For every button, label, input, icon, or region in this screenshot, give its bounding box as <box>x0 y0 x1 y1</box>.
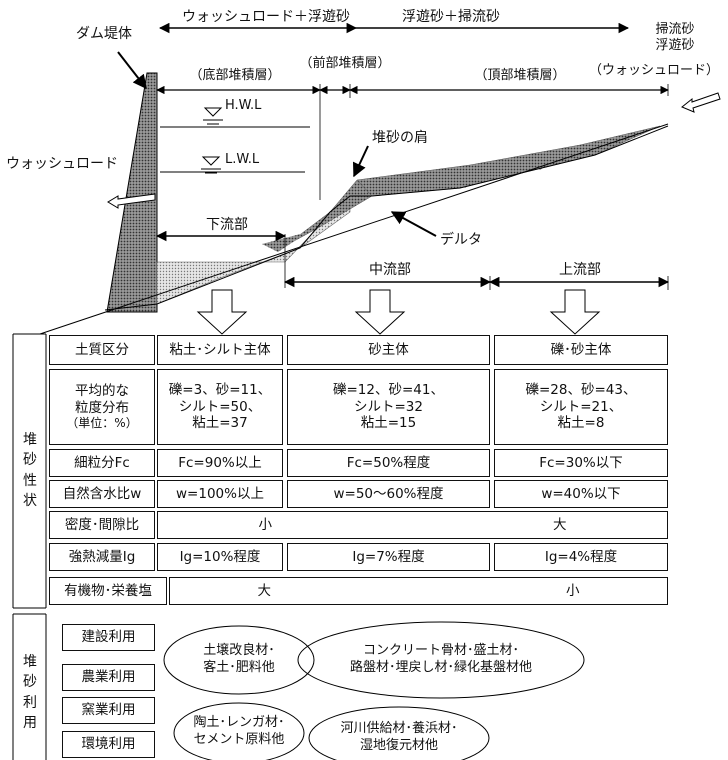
density-label: 密度･間隙比 <box>49 511 155 539</box>
usage-environment: 環境利用 <box>62 731 155 758</box>
bottom-layer-label: （底部堆積層） <box>189 68 281 83</box>
density-large: 大 <box>553 516 567 533</box>
lwl-symbol <box>201 156 221 174</box>
delta-label: デルタ <box>440 232 482 248</box>
river-supply-text: 河川供給材･養浜材･湿地復元材他 <box>340 721 458 753</box>
ellipse-soil-improvement <box>163 625 315 695</box>
right-washload-label: （ウォッシュロード） <box>588 63 719 78</box>
concrete-aggregate-text: コンクリート骨材･盛土材･路盤材･埋戻し材･緑化基盤材他 <box>349 643 532 675</box>
soil-class-label: 土質区分 <box>49 335 155 365</box>
usage-side-label: 堆 砂 利 用 <box>23 654 37 731</box>
grain-distribution-upstream: 礫=28、砂=43、 シルト=21、 粘土=8 <box>494 369 668 445</box>
organic-small: 小 <box>566 582 580 599</box>
front-layer-label: （前部堆積層） <box>299 56 391 71</box>
soil-class-downstream: 粘土･シルト主体 <box>157 335 283 365</box>
density-small: 小 <box>258 516 273 533</box>
fines-content-label: 細粒分Fc <box>49 449 155 477</box>
hwl-label: H.W.L <box>225 98 262 113</box>
soil-class-upstream: 礫･砂主体 <box>494 335 668 365</box>
grain-distribution-downstream: 礫=3、砂=11、 シルト=50、 粘土=37 <box>157 369 283 445</box>
ignition-loss-midstream: Ig=7%程度 <box>287 543 490 571</box>
washload-outflow-arrow <box>107 193 156 209</box>
dam-body-label: ダム堤体 <box>76 26 132 42</box>
ellipse-concrete-aggregate <box>297 621 585 699</box>
bottom-deposit <box>156 195 351 305</box>
fines-content-upstream: Fc=30%以下 <box>494 449 668 477</box>
down-arrow-mid <box>354 289 406 335</box>
fines-content-downstream: Fc=90%以上 <box>157 449 283 477</box>
midstream-label: 中流部 <box>369 262 411 278</box>
ceramic-material-text: 陶土･レンガ材･セメント原料他 <box>193 715 285 747</box>
down-arrow-left <box>196 289 248 335</box>
water-content-label: 自然含水比w <box>49 480 155 508</box>
organic-large: 大 <box>257 582 272 599</box>
ellipse-river-supply <box>308 706 490 760</box>
washload-left-label: ウォッシュロード <box>6 156 118 172</box>
upstream-label: 上流部 <box>559 262 601 278</box>
usage-ceramics: 窯業利用 <box>62 697 155 724</box>
ellipse-ceramic-material <box>173 702 305 760</box>
water-content-upstream: w=40%以下 <box>494 480 668 508</box>
downstream-label: 下流部 <box>206 217 248 233</box>
usage-agriculture: 農業利用 <box>62 664 155 691</box>
ignition-loss-downstream: Ig=10%程度 <box>157 543 283 571</box>
ignition-loss-upstream: Ig=4%程度 <box>494 543 668 571</box>
fines-content-midstream: Fc=50%程度 <box>287 449 490 477</box>
right-suspended-label: 浮遊砂 <box>655 38 695 53</box>
ignition-loss-label: 強熱減量Ig <box>49 543 155 571</box>
density-bar: 小 大 <box>157 511 668 539</box>
soil-class-midstream: 砂主体 <box>287 335 490 365</box>
dam-body-shape <box>106 72 158 313</box>
top-layer-label: （頂部堆積層） <box>474 68 566 83</box>
hwl-symbol <box>203 107 223 125</box>
water-content-midstream: w=50～60%程度 <box>287 480 490 508</box>
down-arrow-right <box>549 289 601 335</box>
grain-distribution-midstream: 礫=12、砂=41、 シルト=32 粘土=15 <box>287 369 490 445</box>
organic-nutrient-bar: 大 小 <box>169 577 668 605</box>
suspended-bedload-label: 浮遊砂＋掃流砂 <box>402 9 500 25</box>
soil-improvement-text: 土壌改良材･客土･肥料他 <box>203 643 275 675</box>
right-bedload-label: 掃流砂 <box>655 22 695 37</box>
organic-nutrient-label: 有機物･栄養塩 <box>49 577 167 605</box>
water-content-downstream: w=100%以上 <box>157 480 283 508</box>
riverbed-line <box>104 125 669 311</box>
shoulder-label: 堆砂の肩 <box>372 130 428 146</box>
properties-side-label: 堆 砂 性 状 <box>23 432 37 509</box>
washload-suspended-label: ウォッシュロード＋浮遊砂 <box>182 9 350 25</box>
usage-construction: 建設利用 <box>62 624 155 651</box>
washload-inflow-arrow <box>681 92 721 113</box>
grain-distribution-label: 平均的な 粒度分布 （単位：%） <box>49 369 155 445</box>
lwl-label: L.W.L <box>225 152 260 167</box>
